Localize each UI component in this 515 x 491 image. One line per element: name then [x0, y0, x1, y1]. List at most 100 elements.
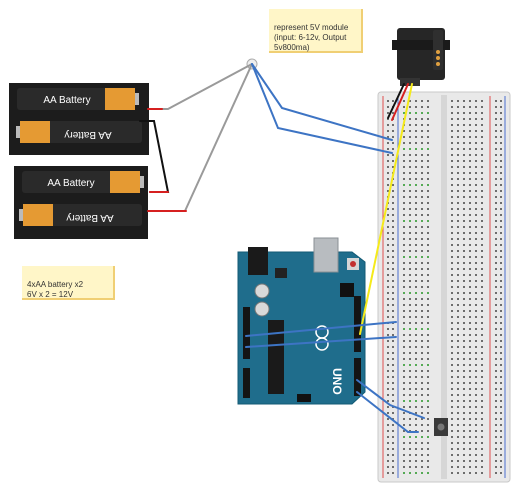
breadboard-hole	[457, 406, 459, 408]
breadboard-hole	[500, 220, 502, 222]
breadboard-hole	[427, 430, 429, 432]
breadboard-hole	[409, 418, 411, 420]
breadboard-hole	[392, 346, 394, 348]
breadboard-hole	[495, 442, 497, 444]
breadboard-hole	[415, 226, 417, 228]
breadboard-hole	[409, 196, 411, 198]
breadboard-hole	[475, 418, 477, 420]
breadboard-hole	[415, 100, 417, 102]
breadboard-hole	[500, 334, 502, 336]
breadboard-hole	[392, 466, 394, 468]
breadboard-hole	[403, 376, 405, 378]
breadboard-hole	[409, 268, 411, 270]
breadboard-hole	[500, 382, 502, 384]
breadboard-hole	[415, 340, 417, 342]
breadboard-hole	[451, 376, 453, 378]
breadboard-hole	[475, 322, 477, 324]
breadboard-hole	[495, 106, 497, 108]
breadboard-hole	[392, 376, 394, 378]
breadboard-hole	[421, 142, 423, 144]
breadboard-hole	[427, 412, 429, 414]
breadboard-hole	[415, 196, 417, 198]
breadboard-hole	[500, 304, 502, 306]
breadboard-hole	[481, 382, 483, 384]
breadboard-hole	[463, 412, 465, 414]
breadboard-hole	[475, 400, 477, 402]
battery-pack-top: AA Battery AA Battery	[9, 83, 149, 155]
wire-grey	[149, 63, 253, 110]
breadboard-hole	[403, 274, 405, 276]
breadboard-hole	[409, 256, 411, 258]
breadboard-hole	[481, 106, 483, 108]
breadboard-hole	[427, 130, 429, 132]
breadboard-hole	[415, 292, 417, 294]
breadboard-hole	[500, 124, 502, 126]
breadboard-hole	[415, 472, 417, 474]
breadboard-hole	[392, 148, 394, 150]
breadboard-hole	[403, 454, 405, 456]
breadboard-hole	[403, 448, 405, 450]
breadboard-hole	[500, 100, 502, 102]
breadboard-hole	[403, 232, 405, 234]
breadboard-hole	[427, 472, 429, 474]
breadboard-hole	[463, 466, 465, 468]
breadboard-hole	[481, 100, 483, 102]
battery-label: AA Battery	[66, 212, 113, 223]
breadboard-hole	[451, 202, 453, 204]
breadboard-hole	[392, 244, 394, 246]
breadboard-hole	[421, 286, 423, 288]
breadboard-hole	[500, 370, 502, 372]
breadboard-hole	[415, 442, 417, 444]
breadboard-hole	[451, 130, 453, 132]
breadboard-hole	[457, 238, 459, 240]
breadboard-hole	[500, 160, 502, 162]
breadboard-hole	[421, 430, 423, 432]
breadboard-hole	[415, 298, 417, 300]
breadboard-hole	[427, 118, 429, 120]
breadboard-hole	[500, 244, 502, 246]
breadboard-hole	[409, 172, 411, 174]
breadboard-hole	[427, 376, 429, 378]
breadboard-hole	[427, 388, 429, 390]
breadboard-hole	[495, 124, 497, 126]
breadboard-hole	[463, 430, 465, 432]
breadboard-hole	[387, 334, 389, 336]
note-battery-text: 4xAA battery x2 6V x 2 = 12V	[27, 280, 84, 299]
breadboard-hole	[409, 448, 411, 450]
breadboard-hole	[475, 202, 477, 204]
breadboard-hole	[469, 418, 471, 420]
breadboard-hole	[387, 100, 389, 102]
breadboard-hole	[469, 166, 471, 168]
breadboard-hole	[457, 304, 459, 306]
breadboard-hole	[415, 190, 417, 192]
breadboard-hole	[409, 322, 411, 324]
breadboard-hole	[451, 388, 453, 390]
breadboard-hole	[500, 394, 502, 396]
breadboard-hole	[500, 400, 502, 402]
breadboard-hole	[392, 154, 394, 156]
breadboard-hole	[421, 310, 423, 312]
breadboard-hole	[495, 256, 497, 258]
breadboard-hole	[475, 424, 477, 426]
breadboard-hole	[403, 364, 405, 366]
breadboard-hole	[481, 448, 483, 450]
breadboard-hole	[463, 394, 465, 396]
breadboard-hole	[409, 358, 411, 360]
breadboard-hole	[409, 166, 411, 168]
breadboard-hole	[500, 328, 502, 330]
breadboard-hole	[427, 364, 429, 366]
breadboard-hole	[415, 370, 417, 372]
breadboard-hole	[387, 340, 389, 342]
breadboard-hole	[463, 142, 465, 144]
breadboard-hole	[495, 202, 497, 204]
breadboard-hole	[500, 214, 502, 216]
breadboard-hole	[409, 316, 411, 318]
breadboard-hole	[427, 220, 429, 222]
breadboard-hole	[457, 442, 459, 444]
breadboard-hole	[451, 238, 453, 240]
breadboard-hole	[457, 328, 459, 330]
breadboard-hole	[495, 100, 497, 102]
breadboard-hole	[409, 160, 411, 162]
breadboard-hole	[481, 424, 483, 426]
breadboard-hole	[481, 154, 483, 156]
